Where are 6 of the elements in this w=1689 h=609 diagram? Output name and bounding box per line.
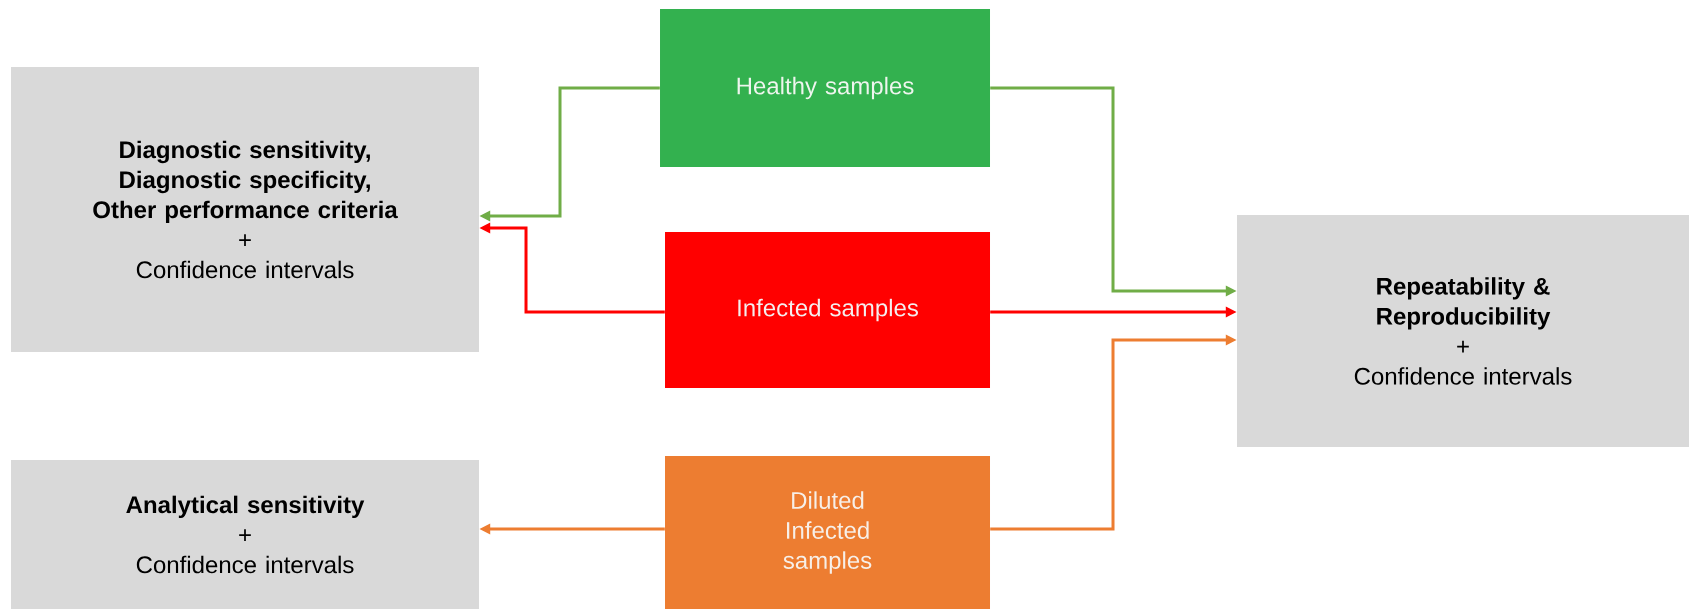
- result-box: Repeatability & Reproducibility + Confidence intervals: [1237, 215, 1689, 447]
- sample-box: Diluted Infected samples: [665, 456, 990, 609]
- result-box: Diagnostic sensitivity, Diagnostic specificity, Other performance criteria + Confidence intervals: [11, 67, 479, 352]
- sample-box: Infected samples: [665, 232, 990, 388]
- result-box: Analytical sensitivity + Confidence intervals: [11, 460, 479, 609]
- sample-box: Healthy samples: [660, 9, 990, 167]
